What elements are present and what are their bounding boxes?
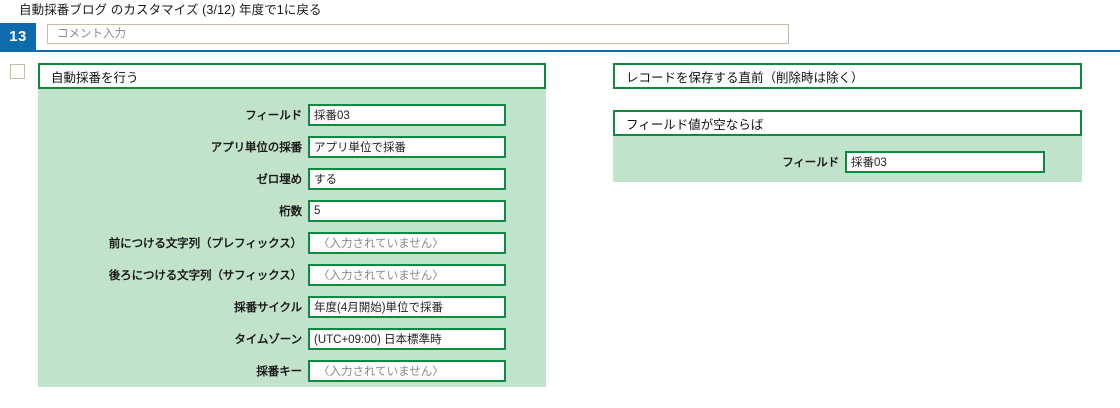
- field-row: 桁数 5: [38, 200, 546, 222]
- field-row: 前につける文字列（プレフィックス） 〈入力されていません〉: [38, 232, 546, 254]
- field-label: 前につける文字列（プレフィックス）: [108, 238, 302, 250]
- field-row: タイムゾーン (UTC+09:00) 日本標準時: [38, 328, 546, 350]
- field-value[interactable]: 年度(4月開始)単位で採番: [308, 296, 506, 318]
- comment-input[interactable]: [47, 24, 789, 44]
- field-value[interactable]: 採番03: [308, 104, 506, 126]
- field-value[interactable]: 〈入力されていません〉: [308, 232, 506, 254]
- header-divider: [0, 50, 1120, 52]
- field-label: 後ろにつける文字列（サフィックス）: [108, 270, 302, 282]
- field-value[interactable]: 5: [308, 200, 506, 222]
- field-row: ゼロ埋めする: [38, 168, 546, 190]
- trigger-condition-header: レコードを保存する直前（削除時は除く）: [613, 63, 1082, 89]
- field-value[interactable]: (UTC+09:00) 日本標準時: [308, 328, 506, 350]
- field-label: フィールド: [782, 157, 839, 169]
- field-row: 後ろにつける文字列（サフィックス） 〈入力されていません〉: [38, 264, 546, 286]
- field-condition-header: フィールド値が空ならば: [613, 110, 1082, 136]
- comment-row: 13: [0, 23, 1120, 50]
- field-value[interactable]: 〈入力されていません〉: [308, 360, 506, 382]
- field-label: 桁数: [279, 206, 302, 218]
- field-label: 採番サイクル: [234, 302, 302, 314]
- field-label: フィールド: [245, 110, 302, 122]
- field-label: タイムゾーン: [234, 334, 302, 346]
- field-label: 採番キー: [256, 366, 302, 378]
- field-value[interactable]: する: [308, 168, 506, 190]
- field-row: フィールド採番03: [38, 104, 546, 126]
- field-row: アプリ単位の採番アプリ単位で採番: [38, 136, 546, 158]
- left-panel-header: 自動採番を行う: [38, 63, 546, 89]
- field-value[interactable]: アプリ単位で採番: [308, 136, 506, 158]
- field-row: 採番サイクル年度(4月開始)単位で採番: [38, 296, 546, 318]
- row-select-checkbox[interactable]: [10, 64, 25, 79]
- field-label: アプリ単位の採番: [210, 142, 302, 154]
- step-number-badge: 13: [0, 23, 36, 50]
- field-row: 採番キー〈入力されていません〉: [38, 360, 546, 382]
- field-value[interactable]: 採番03: [845, 151, 1045, 173]
- field-label: ゼロ埋め: [256, 174, 302, 186]
- field-value[interactable]: 〈入力されていません〉: [308, 264, 506, 286]
- page-title: 自動採番ブログ のカスタマイズ (3/12) 年度で1に戻る: [19, 3, 322, 17]
- field-row: フィールド採番03: [613, 151, 1082, 173]
